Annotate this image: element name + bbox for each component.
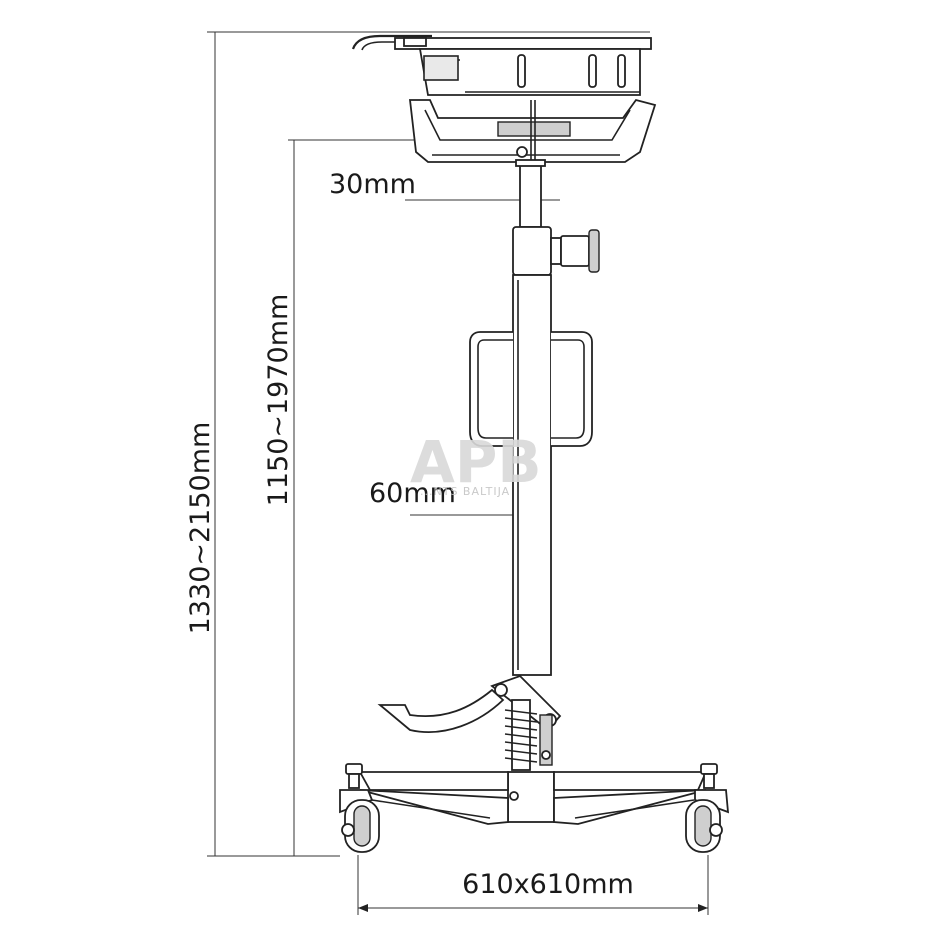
outer-tube	[512, 226, 552, 676]
caster-left	[339, 763, 380, 853]
foot-pump	[377, 674, 562, 771]
watermark-subtitle: ...NTS BALTIJA	[420, 485, 510, 498]
inner-tube-label: 30mm	[329, 169, 416, 200]
inner-tube	[515, 159, 546, 228]
watermark-logo-text: APB	[410, 428, 542, 496]
handle-frame	[469, 331, 593, 447]
caster-right	[685, 763, 730, 853]
saddle-tray	[351, 34, 657, 175]
watermark-logo: APB ...NTS BALTIJA	[410, 428, 542, 498]
overall-height-label: 1330~2150mm	[185, 422, 216, 635]
lock-knob	[550, 229, 600, 273]
outer-tube-label: 60mm	[369, 478, 456, 509]
base-frame	[358, 771, 708, 825]
saddle-height-label: 1150~1970mm	[263, 294, 294, 507]
base-size-label: 610x610mm	[462, 869, 634, 900]
dimension-lines	[207, 31, 709, 915]
